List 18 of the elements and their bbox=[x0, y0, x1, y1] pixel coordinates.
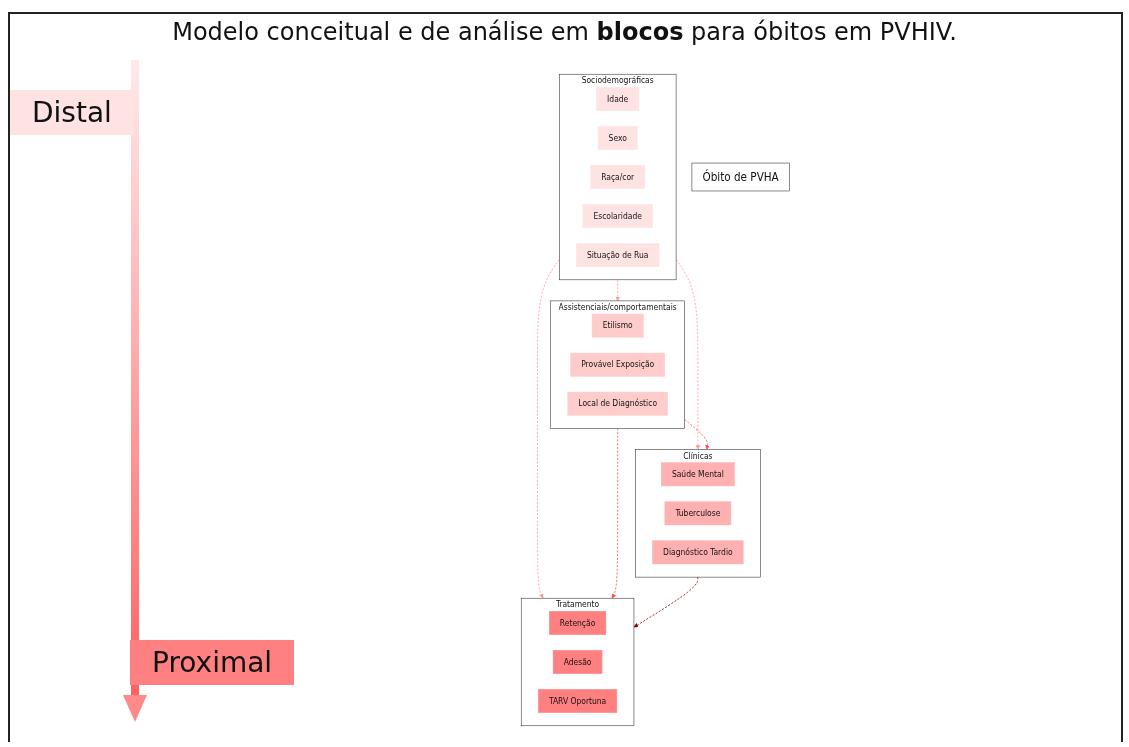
node-box: Tuberculose bbox=[664, 501, 731, 526]
node-box: Idade bbox=[596, 87, 639, 111]
diagram-title: Modelo conceitual e de análise em blocos para óbitos em PVHIV. bbox=[171, 18, 958, 46]
node-box: Local de Diagnóstico bbox=[567, 391, 668, 416]
node-box: Provável Exposição bbox=[570, 352, 665, 377]
node-box: Raça/cor bbox=[590, 165, 645, 189]
axis-label: Distal bbox=[10, 90, 134, 135]
node-box: Etilismo bbox=[591, 313, 644, 338]
node-box: Saúde Mental bbox=[660, 462, 735, 487]
node-box: Situação de Rua bbox=[575, 243, 659, 267]
node-box: Diagnóstico Tardio bbox=[652, 540, 744, 565]
node-box: Sexo bbox=[597, 126, 638, 150]
node-box: Retenção bbox=[548, 611, 606, 635]
node-box: Óbito de PVHA bbox=[691, 162, 790, 192]
axis-label: Proximal bbox=[130, 640, 295, 685]
node-box: Escolaridade bbox=[582, 204, 653, 228]
node-box: Adesão bbox=[552, 650, 602, 674]
node-box: TARV Oportuna bbox=[537, 689, 617, 713]
